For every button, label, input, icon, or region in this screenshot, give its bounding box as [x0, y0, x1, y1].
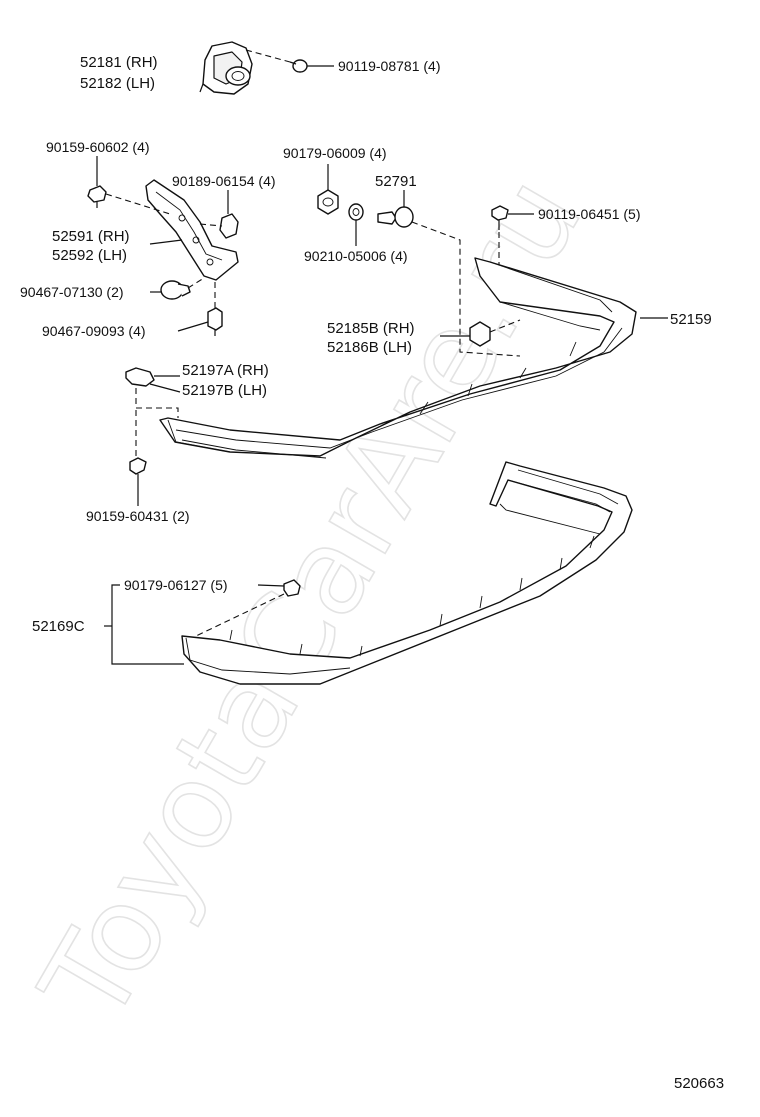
leader-60602-dash	[105, 193, 171, 215]
label-52169C: 52169C	[32, 618, 85, 635]
clip-90467-09093-drawing	[207, 307, 223, 336]
retainer-52197A-drawing	[125, 367, 155, 387]
leader-52197B	[149, 383, 181, 393]
bolt-90159-60602-drawing	[87, 185, 107, 208]
label-52197A: 52197A (RH)	[182, 362, 269, 379]
leader-52197-dash	[135, 388, 179, 418]
label-90189-06154: 90189-06154 (4)	[172, 173, 276, 189]
label-52185B: 52185B (RH)	[327, 320, 415, 337]
label-52791: 52791	[375, 173, 417, 190]
retainer-52185B-drawing	[469, 321, 491, 347]
label-90179-06009: 90179-06009 (4)	[283, 145, 387, 161]
label-90159-60602: 90159-60602 (4)	[46, 139, 150, 155]
clip-90189-06154-drawing	[219, 213, 239, 239]
leader-52169C-bracket	[111, 584, 184, 665]
label-52159: 52159	[670, 311, 712, 328]
label-90467-07130: 90467-07130 (2)	[20, 284, 124, 300]
pin-52791-drawing	[377, 206, 414, 228]
bolt-90119-08781-drawing	[289, 59, 308, 73]
bracket-52181-drawing	[199, 41, 253, 95]
label-52181: 52181 (RH)	[80, 54, 158, 71]
label-52182: 52182 (LH)	[80, 75, 155, 92]
label-90467-09093: 90467-09093 (4)	[42, 323, 146, 339]
leader-90179-06127	[257, 584, 285, 587]
bumper-reinforcement-52159-drawing	[159, 257, 637, 459]
bolt-90119-06451-drawing	[491, 205, 509, 230]
washer-90210-05006-drawing	[348, 203, 364, 221]
leader-52181-bolt	[245, 49, 291, 63]
leader-52591	[149, 239, 183, 245]
side-bracket-52591-drawing	[145, 179, 239, 281]
leader-07130-dash	[187, 277, 205, 289]
label-52592: 52592 (LH)	[52, 247, 127, 264]
label-90179-06127: 90179-06127 (5)	[124, 577, 228, 593]
label-90119-06451: 90119-06451 (5)	[538, 206, 640, 222]
leader-90467-09093	[177, 321, 209, 332]
clip-90179-06127-drawing	[283, 579, 301, 597]
leader-06127-dash	[195, 593, 285, 637]
label-90119-08781: 90119-08781 (4)	[338, 58, 440, 74]
label-52591: 52591 (RH)	[52, 228, 130, 245]
screw-90159-60431-drawing	[129, 457, 147, 484]
leader-52185B-dash	[489, 319, 521, 333]
grommet-90467-07130-drawing	[160, 280, 191, 300]
label-90210-05006: 90210-05006 (4)	[304, 248, 408, 264]
label-52197B: 52197B (LH)	[182, 382, 267, 399]
leader-52791-dash	[411, 221, 521, 357]
diagram-id: 520663	[674, 1075, 724, 1092]
label-90159-60431: 90159-60431 (2)	[86, 508, 190, 524]
leader-06154-dash	[199, 223, 223, 227]
bumper-cover-52169C-drawing	[181, 461, 633, 685]
nut-90179-06009-drawing	[317, 189, 339, 215]
label-52186B: 52186B (LH)	[327, 339, 412, 356]
